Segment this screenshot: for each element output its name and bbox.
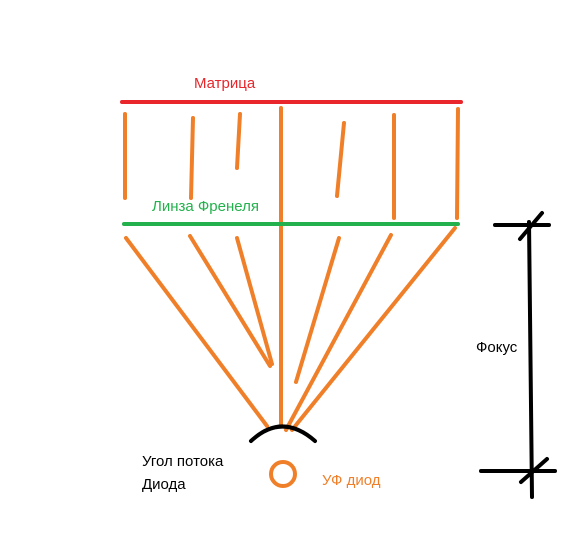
focus-bottom-slash	[519, 457, 549, 484]
focus-label: Фокус	[476, 339, 518, 356]
parallel-ray	[455, 107, 460, 220]
parallel-ray	[235, 112, 242, 170]
diverging-ray	[235, 236, 274, 366]
uv-diode-label: УФ диод	[322, 472, 381, 489]
parallel-ray	[335, 121, 346, 198]
beam-angle-label-line1: Угол потока	[142, 453, 224, 470]
diverging-ray	[294, 236, 341, 384]
matrix-label: Матрица	[194, 75, 256, 92]
parallel-rays	[123, 107, 460, 220]
beam-angle-arc	[249, 424, 317, 443]
beam-angle-label-line2: Диода	[142, 476, 186, 493]
diverging-ray	[284, 233, 393, 432]
focus-marker	[479, 211, 557, 499]
diverging-rays	[124, 226, 457, 432]
lens-label: Линза Френеля	[152, 198, 259, 215]
diverging-ray	[290, 226, 457, 432]
uv-diode-icon	[269, 460, 297, 488]
focus-vertical-line	[527, 220, 534, 499]
parallel-ray	[189, 116, 195, 200]
diverging-ray	[124, 236, 269, 428]
diverging-ray	[188, 234, 272, 368]
